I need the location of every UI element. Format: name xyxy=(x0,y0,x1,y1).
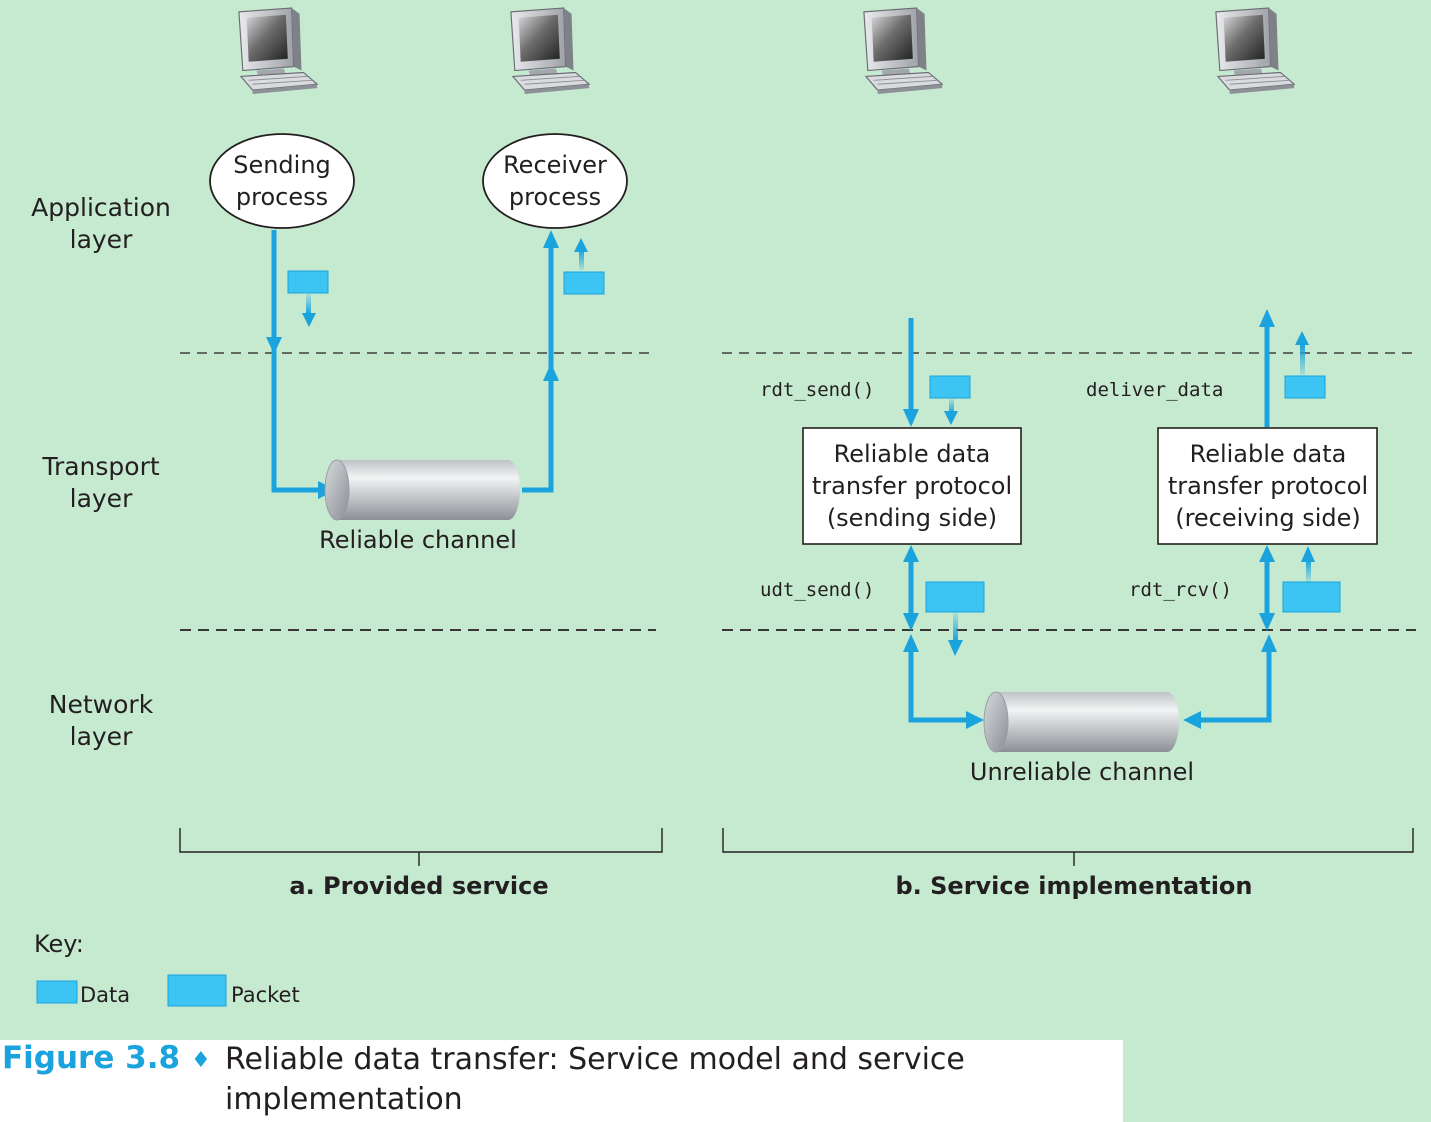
panel-a-label: a. Provided service xyxy=(289,872,548,900)
down-arrowhead-icon xyxy=(266,337,282,354)
sending-process-node xyxy=(209,133,355,229)
up-arrowhead-icon xyxy=(543,363,559,381)
figure-number: Figure 3.8 xyxy=(2,1040,181,1076)
up-arrowhead-icon xyxy=(543,230,559,248)
figure-caption: Figure 3.8 ♦ Reliable data transfer: Ser… xyxy=(0,1040,1123,1122)
rdt-rcv-label: rdt_rcv() xyxy=(1129,579,1232,601)
computer-icon xyxy=(1215,7,1295,94)
key-packet-label: Packet xyxy=(231,983,300,1007)
down-arrowhead-icon xyxy=(903,613,919,631)
panel-a-bracket xyxy=(179,828,663,853)
data-chip-icon xyxy=(563,271,605,295)
up-arrowhead-icon xyxy=(1259,545,1275,562)
up-arrow-icon xyxy=(1295,331,1309,345)
key-title: Key: xyxy=(34,930,84,958)
down-arrowhead-icon xyxy=(903,409,919,427)
sender-protocol-box xyxy=(802,427,1022,545)
panel-b-bracket xyxy=(722,828,1414,853)
diamond-icon: ♦ xyxy=(191,1048,211,1073)
rdt-send-label: rdt_send() xyxy=(760,379,874,401)
down-arrowhead-icon xyxy=(1259,613,1275,631)
deliver-data-label: deliver_data xyxy=(1086,379,1223,401)
data-chip-icon xyxy=(1284,375,1326,399)
computer-icon xyxy=(510,7,590,94)
packet-chip-icon xyxy=(925,581,985,613)
unreliable-channel-pipe xyxy=(983,691,1179,753)
data-chip-icon xyxy=(287,270,329,294)
down-arrow-icon xyxy=(944,411,958,425)
down-arrow-icon xyxy=(302,313,316,327)
computer-icon xyxy=(863,7,943,94)
panel-b-label: b. Service implementation xyxy=(895,872,1252,900)
receiver-network-path xyxy=(1200,650,1272,723)
packet-key-icon xyxy=(167,974,227,1007)
receiver-data-path xyxy=(522,248,554,493)
udt-send-label: udt_send() xyxy=(760,579,874,601)
reliable-channel-label: Reliable channel xyxy=(319,526,517,554)
right-arrowhead-icon xyxy=(966,711,984,729)
up-arrowhead-icon xyxy=(903,634,919,652)
sender-data-path xyxy=(271,230,320,493)
receiver-protocol-box xyxy=(1157,427,1378,545)
data-chip-icon xyxy=(929,375,971,399)
unreliable-channel-label: Unreliable channel xyxy=(970,758,1194,786)
sender-network-path xyxy=(908,652,968,723)
key-data-label: Data xyxy=(80,983,130,1007)
up-arrow-icon xyxy=(574,238,588,252)
up-arrowhead-icon xyxy=(1261,634,1277,652)
reliable-channel-pipe xyxy=(324,459,520,521)
up-arrowhead-icon xyxy=(1259,309,1275,327)
left-arrowhead-icon xyxy=(1183,711,1201,729)
up-arrow-icon xyxy=(1301,546,1315,562)
up-arrowhead-icon xyxy=(903,545,919,562)
data-key-icon xyxy=(36,980,78,1004)
down-arrow-icon xyxy=(948,640,963,656)
figure-caption-text: Reliable data transfer: Service model an… xyxy=(225,1042,965,1117)
computer-icon xyxy=(238,7,318,94)
receiver-process-node xyxy=(482,133,628,229)
packet-chip-icon xyxy=(1282,581,1341,613)
